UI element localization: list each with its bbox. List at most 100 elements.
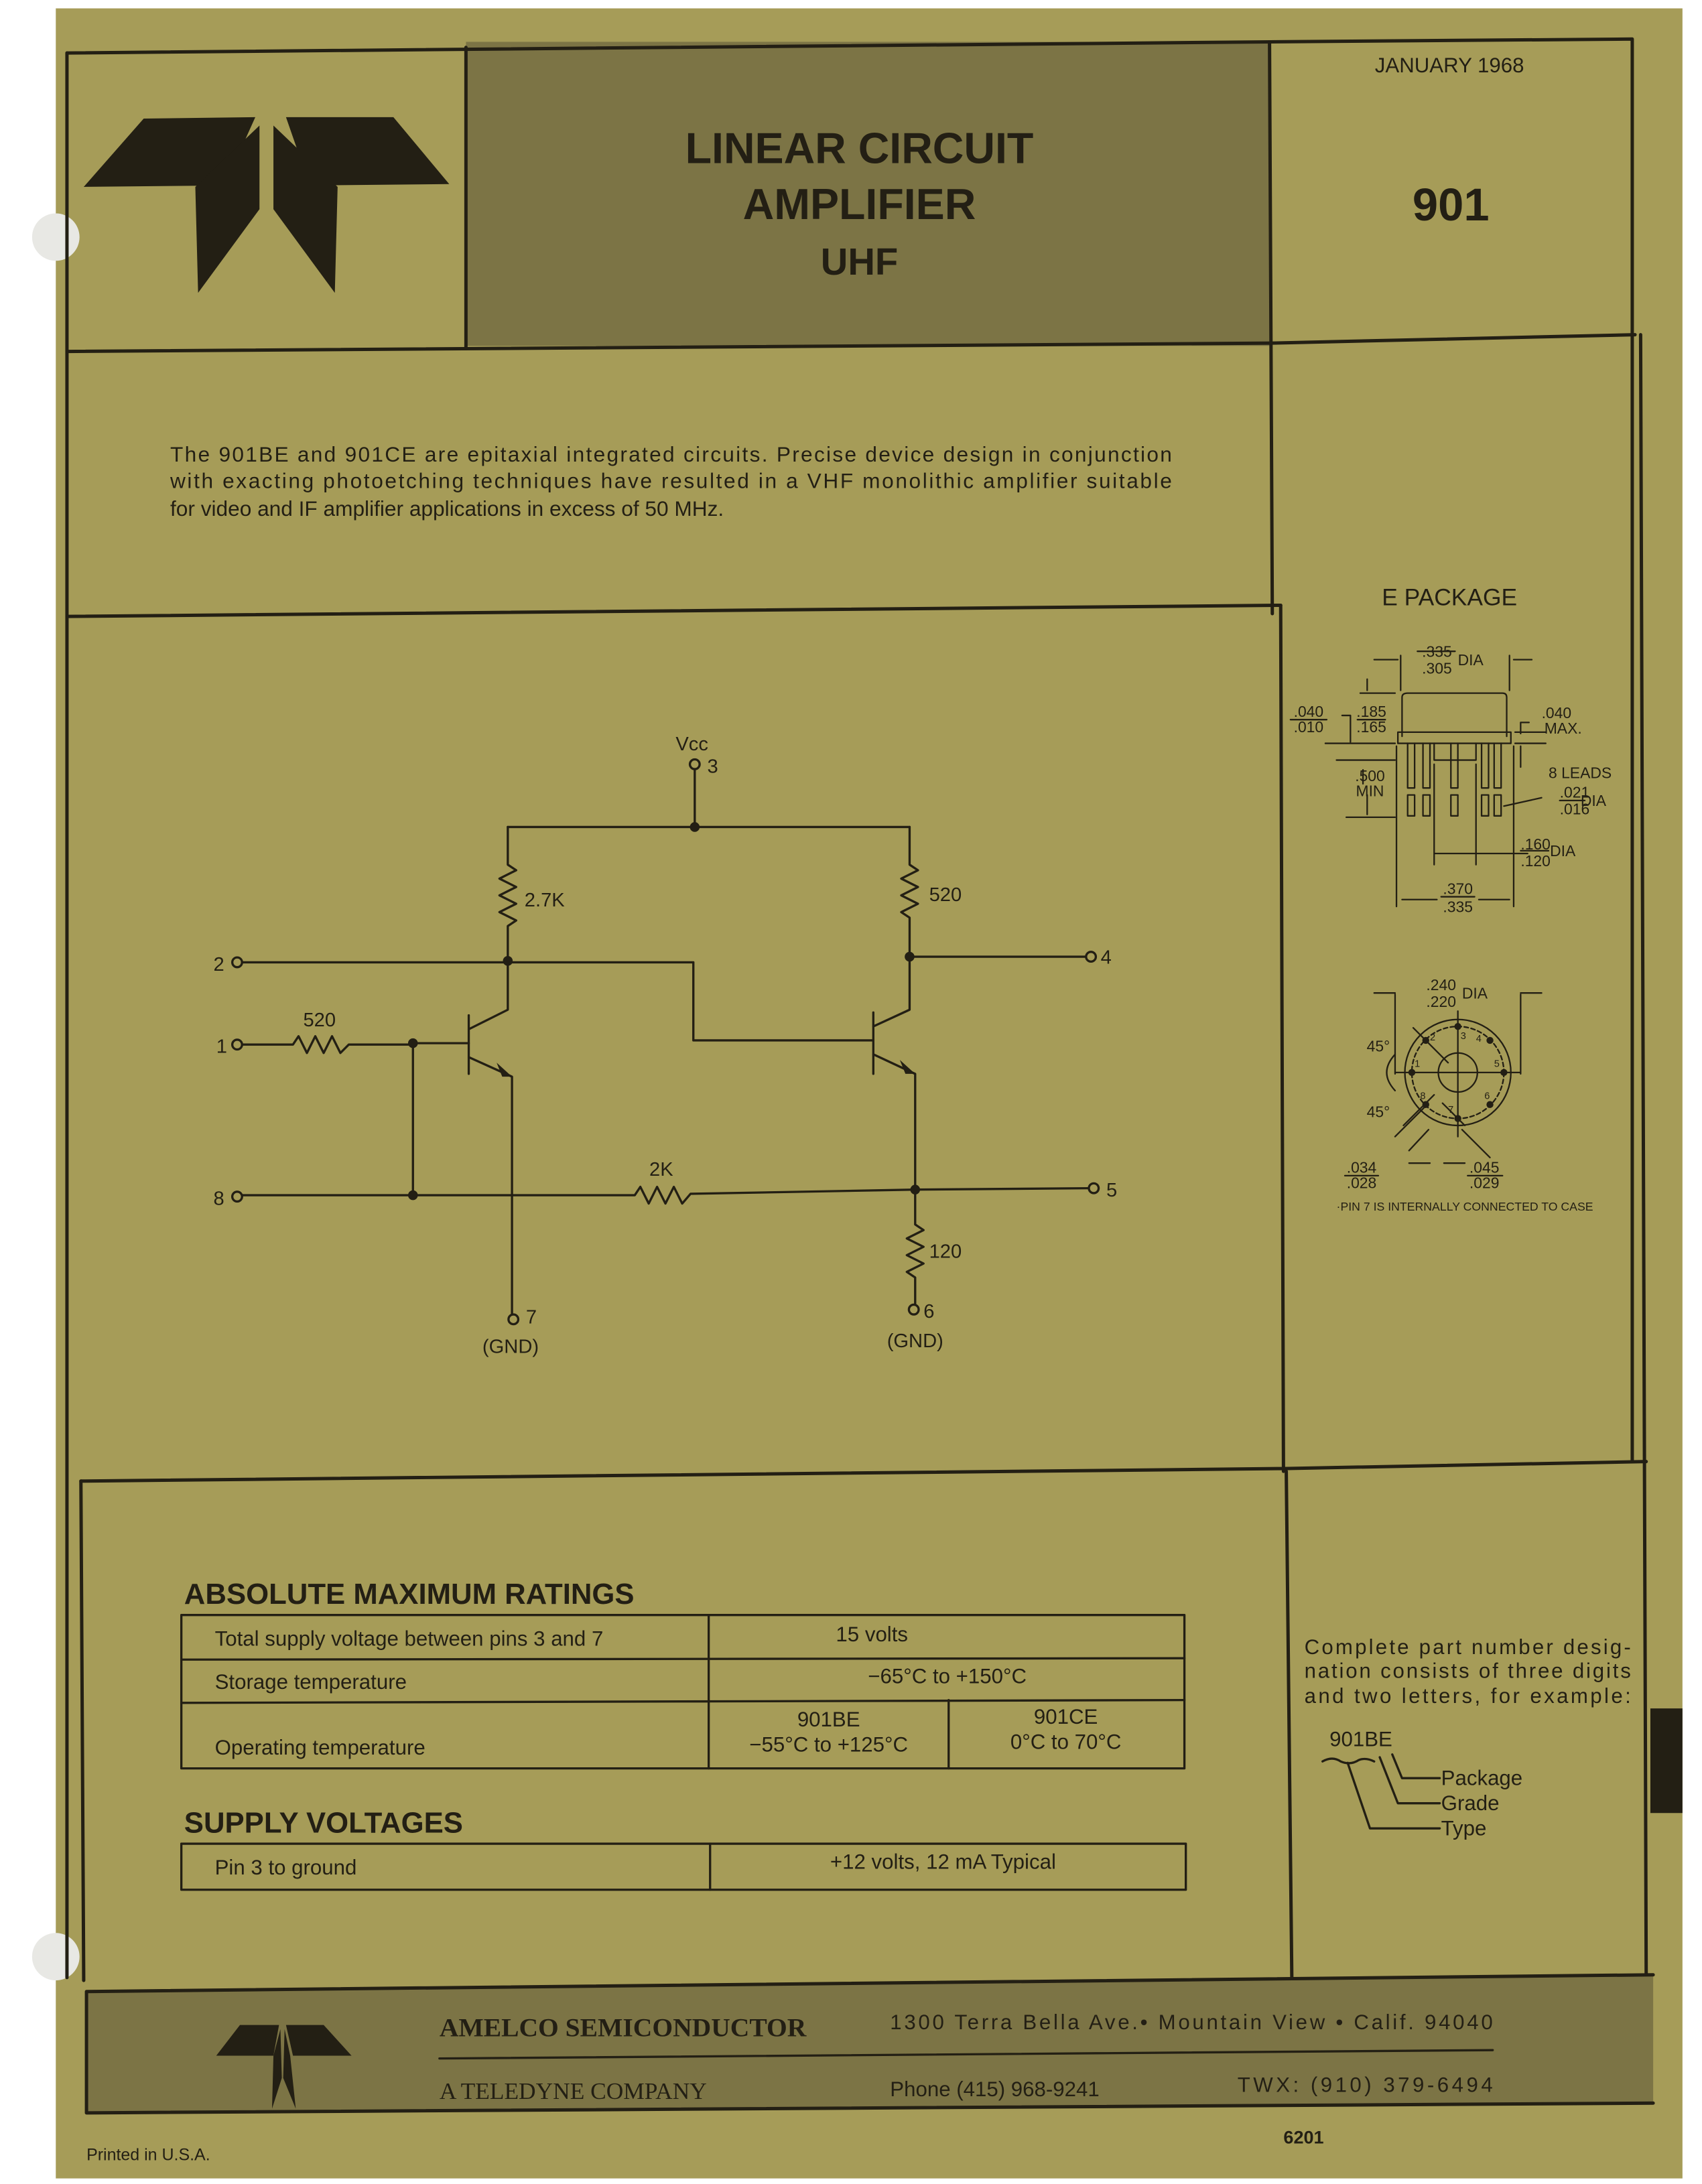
supply-row-1-value: +12 volts, 12 mA Typical [830, 1850, 1056, 1874]
gnd-label-pin7: (GND) [482, 1336, 539, 1357]
designation-example: 901BE [1329, 1727, 1392, 1751]
footer-company: AMELCO SEMICONDUCTOR [440, 2012, 807, 2042]
resistor-label-120: 120 [929, 1241, 962, 1263]
title-line-1: LINEAR CIRCUIT [685, 125, 1034, 173]
supply-table [180, 1842, 1187, 1891]
dim-tab-length-max: .045 [1469, 1159, 1500, 1176]
resistor-2k [241, 1185, 1090, 1205]
footer-teledyne-logo [216, 2025, 352, 2109]
dim-flange-dia-min: .335 [1443, 898, 1473, 915]
package-bottom-view: 1 2 3 4 5 6 7 8 .240 .220 DIA 45° 45° .0… [1337, 976, 1593, 1213]
resistor-520-input [241, 1035, 414, 1054]
binder-hole-bottom [31, 1933, 80, 1981]
package-side-view: E PACKAGE .335 .305 DIA .040 .010 .185 .… [1289, 584, 1612, 915]
designation-label-type: Type [1441, 1817, 1487, 1840]
pin-4-label: 4 [1101, 947, 1112, 968]
resistor-label-2.7k: 2.7K [525, 890, 565, 911]
dim-dia-top-min: .305 [1422, 659, 1452, 677]
footer-phone: Phone (415) 968-9241 [890, 2077, 1099, 2101]
footer-banner [84, 1973, 1655, 2115]
dim-flange-max: .040 [1294, 703, 1324, 720]
designation-line-3: and two letters, for example: [1305, 1684, 1631, 1708]
paper-background [56, 8, 1683, 2179]
title-line-3: UHF [821, 241, 899, 283]
dim-leads-count: 8 LEADS [1549, 764, 1612, 782]
description-line-1: The 901BE and 901CE are epitaxial integr… [170, 442, 1172, 466]
dim-lead-dia-min: .016 [1560, 801, 1590, 818]
vcc-label: Vcc [675, 734, 708, 755]
dim-tab-width-max: .034 [1347, 1159, 1377, 1176]
dim-bottom-dia-min: .220 [1426, 993, 1456, 1010]
pin-6-label: 6 [923, 1301, 934, 1322]
pin-7-label: 7 [526, 1307, 537, 1328]
dim-flange-max-value: .040 [1542, 704, 1572, 722]
gnd-label-pin6: (GND) [887, 1330, 943, 1352]
pin-3-label: 3 [708, 756, 718, 777]
ratings-row-3-col-a-value: −55°C to +125°C [749, 1733, 908, 1757]
description-line-3: for video and IF amplifier applications … [170, 496, 724, 521]
binder-hole-top [31, 213, 80, 261]
resistor-label-520-input: 520 [303, 1010, 336, 1031]
title-line-2: AMPLIFIER [743, 180, 976, 228]
ratings-row-3-col-b-name: 901CE [1034, 1705, 1098, 1728]
dim-bottom-dia-max: .240 [1426, 976, 1456, 994]
pin-label-1: 1 [1415, 1059, 1420, 1070]
pin-label-7: 7 [1448, 1105, 1453, 1115]
resistor-120 [905, 1188, 925, 1306]
designation-line-2: nation consists of three digits [1305, 1659, 1631, 1682]
package-title: E PACKAGE [1382, 584, 1517, 610]
dim-flange-dia-max: .370 [1443, 880, 1473, 897]
package-note: ·PIN 7 IS INTERNALLY CONNECTED TO CASE [1337, 1200, 1593, 1213]
dim-lead-dia-max: .021 [1560, 784, 1590, 801]
dim-pin-circle-unit: DIA [1550, 842, 1576, 860]
designation-label-package: Package [1441, 1767, 1523, 1790]
ratings-row-1-param: Total supply voltage between pins 3 and … [215, 1627, 604, 1650]
dim-pin-circle-min: .120 [1520, 852, 1551, 870]
footer-twx: TWX: (910) 379-6494 [1238, 2073, 1493, 2097]
pin-1-label: 1 [216, 1036, 227, 1058]
dim-tab-width-min: .028 [1347, 1174, 1377, 1192]
edge-index-tab [1650, 1708, 1683, 1814]
designation-label-grade: Grade [1441, 1791, 1500, 1815]
resistor-label-520-collector: 520 [929, 884, 962, 906]
dim-flange-min: .010 [1294, 718, 1324, 736]
schematic-diagram: Vcc 3 2 1 8 4 5 6 7 (GND) (GND) 2.7K 520… [214, 734, 1118, 1357]
ratings-table [180, 1613, 1186, 1770]
ratings-title: ABSOLUTE MAXIMUM RATINGS [184, 1578, 635, 1611]
resistor-520-collector [900, 825, 919, 958]
angle-top: 45° [1367, 1038, 1390, 1055]
supply-row-1-param: Pin 3 to ground [215, 1856, 357, 1879]
pin-5-label: 5 [1106, 1180, 1117, 1201]
document-number: 6201 [1283, 2128, 1323, 2148]
designation-line-1: Complete part number desig- [1305, 1635, 1631, 1659]
dim-height-max: .185 [1356, 703, 1386, 720]
dim-dia-top-unit: DIA [1458, 651, 1484, 669]
title-block-shade [466, 42, 1270, 346]
ratings-row-2-param: Storage temperature [215, 1670, 407, 1694]
pin-label-5: 5 [1494, 1059, 1500, 1070]
dim-flange-max-label: MAX. [1545, 720, 1582, 737]
pin-label-4: 4 [1476, 1034, 1482, 1044]
dim-height-min: .165 [1356, 718, 1386, 736]
supply-title: SUPPLY VOLTAGES [184, 1806, 463, 1839]
dim-bottom-dia-unit: DIA [1462, 985, 1488, 1002]
part-number: 901 [1413, 179, 1490, 230]
ratings-row-3-col-b-value: 0°C to 70°C [1010, 1730, 1122, 1753]
ratings-row-3-param: Operating temperature [215, 1736, 426, 1759]
ratings-row-1-value: 15 volts [836, 1623, 908, 1646]
footer-parent-company: A TELEDYNE COMPANY [440, 2077, 707, 2104]
dim-lead-length: .500 [1355, 767, 1385, 784]
pin-label-2: 2 [1430, 1032, 1435, 1043]
dim-pin-circle-max: .160 [1520, 835, 1551, 853]
page-frame [65, 37, 1648, 1982]
teledyne-logo [83, 117, 450, 293]
angle-bottom: 45° [1367, 1103, 1390, 1120]
pin-2-label: 2 [214, 954, 224, 975]
resistor-label-2k: 2K [649, 1159, 673, 1180]
pin-8-label: 8 [214, 1188, 224, 1210]
ratings-row-2-value: −65°C to +150°C [868, 1665, 1027, 1688]
description-line-2: with exacting photoetching techniques ha… [170, 469, 1172, 493]
designation-arrows [1321, 1753, 1441, 1830]
issue-date: JANUARY 1968 [1375, 54, 1524, 77]
